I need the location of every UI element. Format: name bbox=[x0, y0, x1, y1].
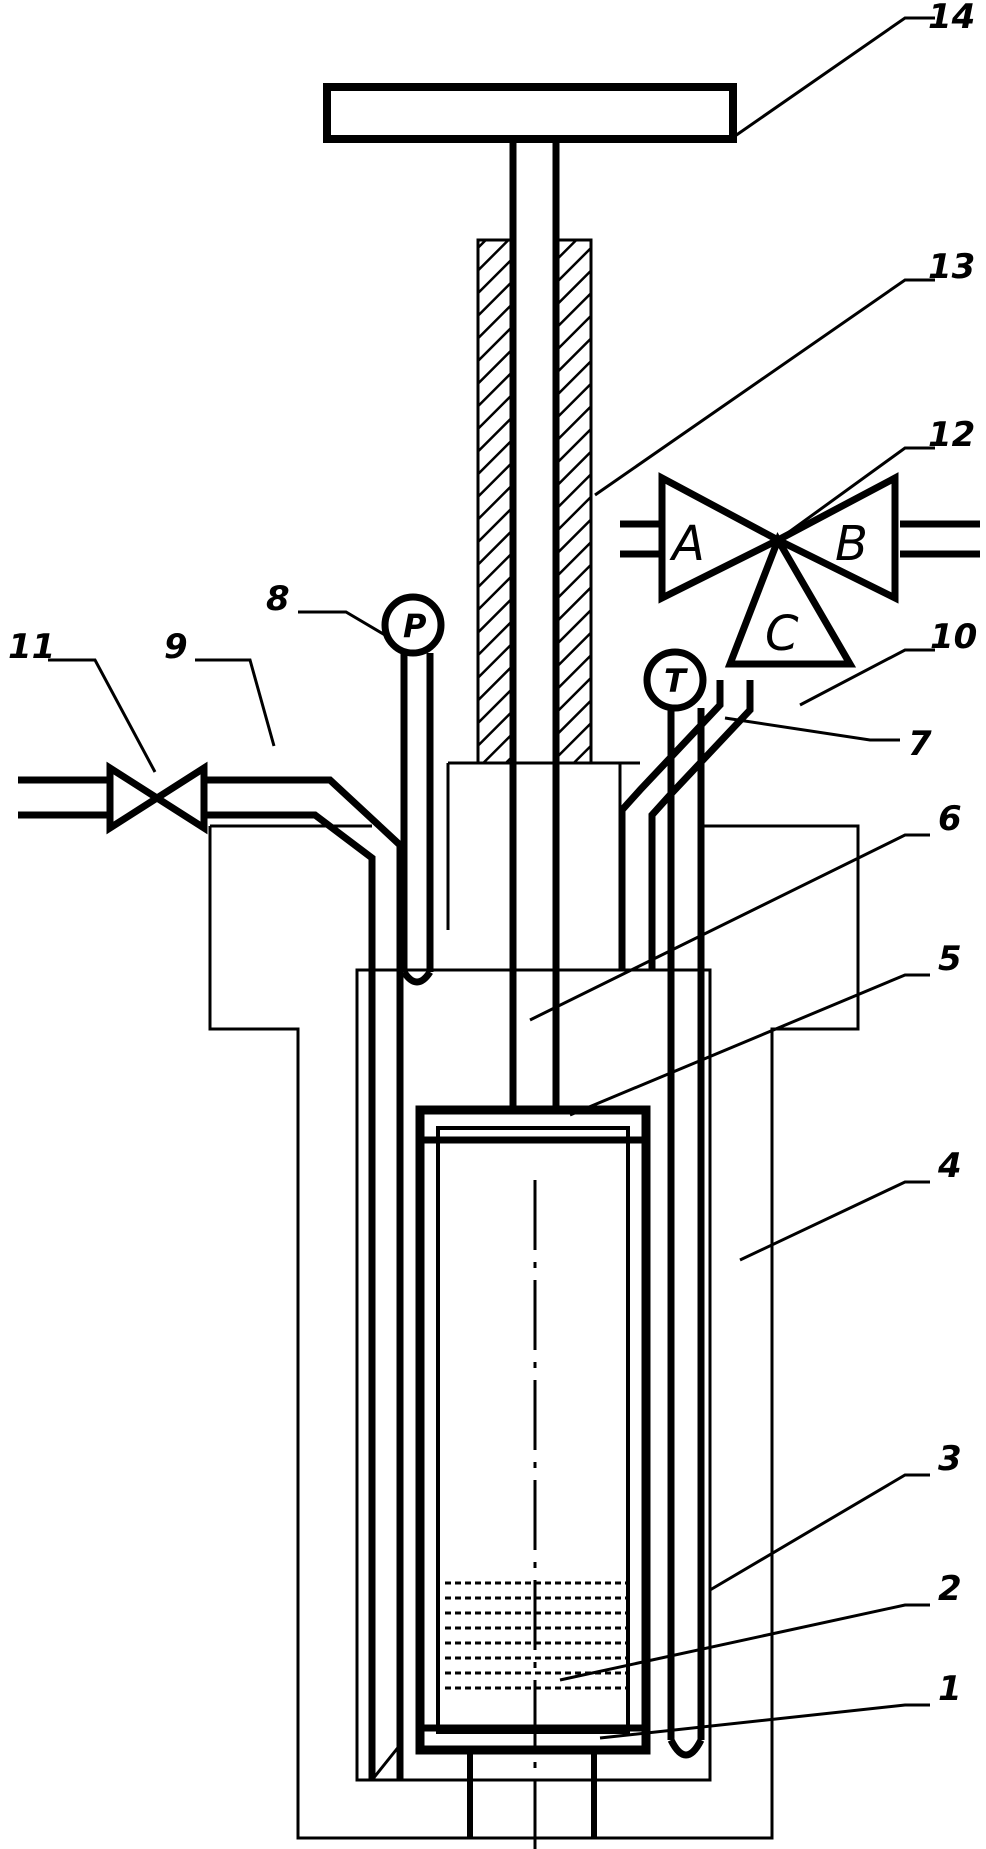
valve-port-b: B bbox=[835, 516, 868, 572]
inlet-valve bbox=[106, 761, 208, 835]
sample-cartridge bbox=[415, 1105, 651, 1849]
callout-11: 11 bbox=[8, 627, 55, 667]
three-way-valve bbox=[620, 472, 980, 668]
temperature-gauge-label: T bbox=[664, 662, 688, 700]
pressure-gauge bbox=[381, 593, 445, 986]
outlet-pipe bbox=[618, 680, 754, 970]
leader-lines bbox=[48, 16, 935, 1740]
callout-4: 4 bbox=[937, 1146, 962, 1186]
callout-6: 6 bbox=[938, 799, 962, 839]
pressure-gauge-label: P bbox=[403, 607, 427, 645]
callout-7: 7 bbox=[908, 724, 932, 764]
packing-seal bbox=[476, 238, 593, 765]
callout-9: 9 bbox=[164, 627, 188, 667]
callout-13: 13 bbox=[928, 247, 975, 287]
temperature-gauge bbox=[643, 648, 707, 1759]
t-handle bbox=[323, 83, 737, 1108]
inlet-pipe bbox=[18, 776, 404, 1781]
callout-2: 2 bbox=[938, 1569, 962, 1609]
callout-12: 12 bbox=[928, 415, 975, 455]
callout-3: 3 bbox=[938, 1439, 962, 1479]
callout-1: 1 bbox=[938, 1669, 962, 1709]
callout-labels: 1 2 3 4 5 6 7 8 9 10 11 12 13 14 bbox=[8, 0, 977, 1709]
valve-port-c: C bbox=[765, 606, 799, 662]
callout-5: 5 bbox=[938, 939, 962, 979]
callout-8: 8 bbox=[266, 579, 290, 619]
callout-14: 14 bbox=[928, 0, 975, 37]
callout-10: 10 bbox=[930, 617, 977, 657]
valve-port-a: A bbox=[669, 516, 705, 572]
